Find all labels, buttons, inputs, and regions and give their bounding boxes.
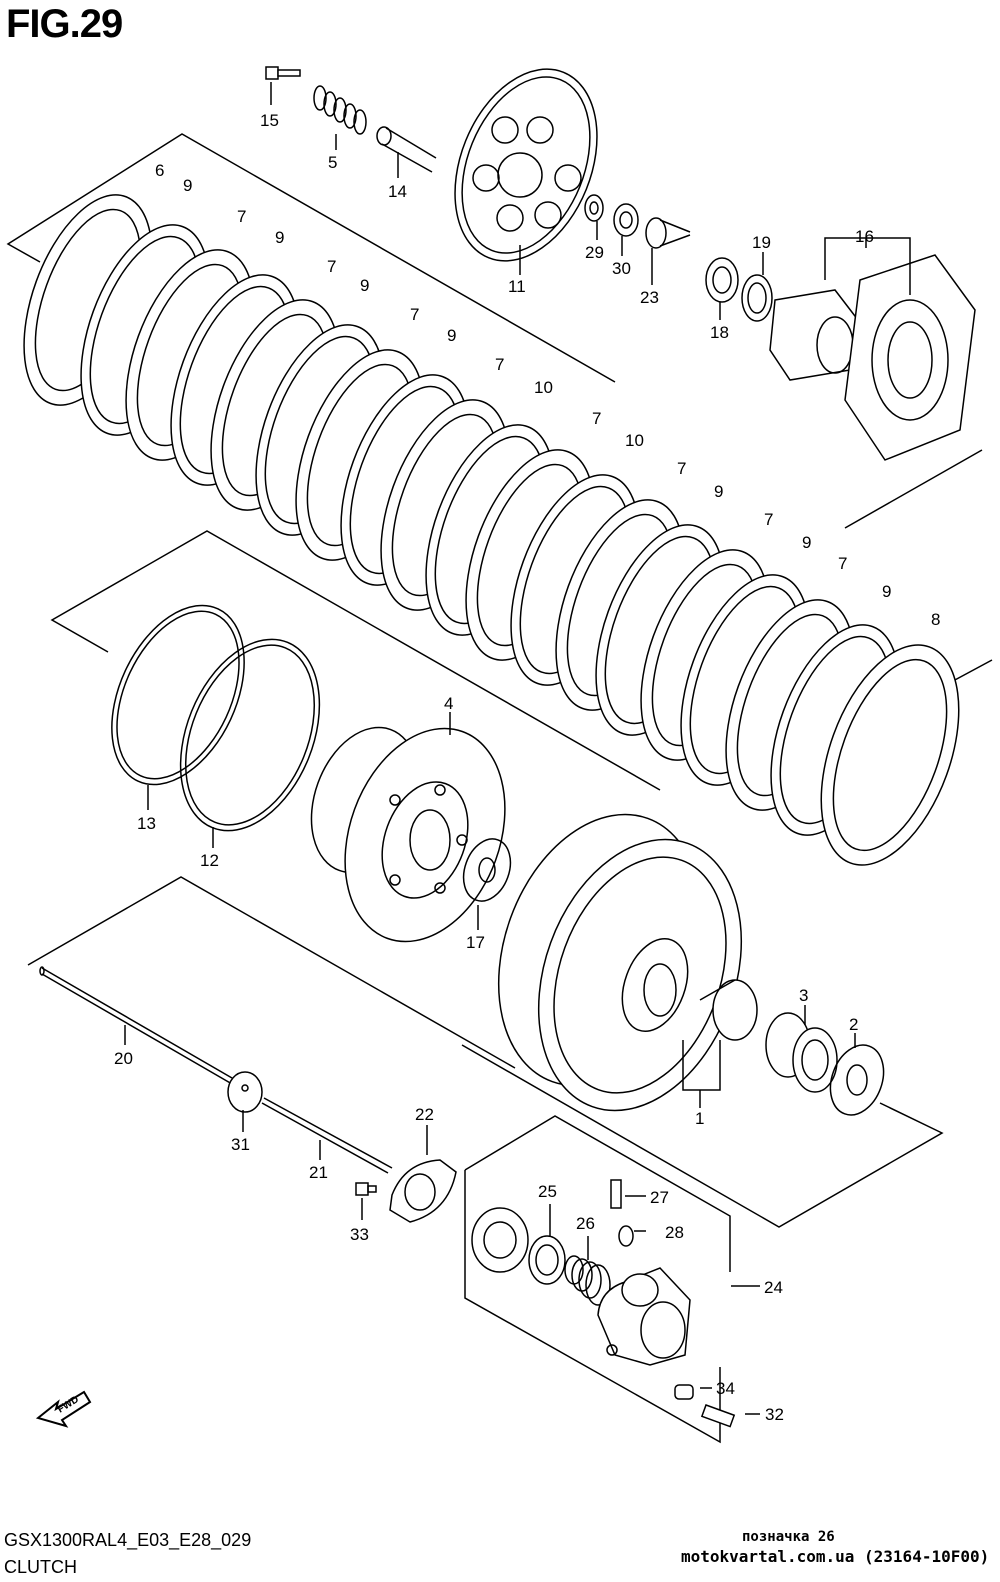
part-29-washer	[584, 194, 604, 240]
callout-label: 24	[764, 1278, 783, 1297]
callout-label: 14	[388, 182, 407, 201]
callout-label: 34	[716, 1379, 735, 1398]
callout-label: 10	[625, 431, 644, 450]
callout-label: 16	[855, 227, 874, 246]
callout-label: 21	[309, 1163, 328, 1182]
callout-label: 7	[764, 510, 773, 529]
part-18-nut	[705, 257, 739, 320]
callout-label: 9	[714, 482, 723, 501]
callout-label: 4	[444, 694, 453, 713]
callout-label: 2	[849, 1015, 858, 1034]
callout-label: 13	[137, 814, 156, 833]
callout-label: 9	[360, 276, 369, 295]
callout-label: 7	[838, 554, 847, 573]
part-5-spring	[313, 85, 367, 150]
callout-label: 26	[576, 1214, 595, 1233]
callout-label: 8	[931, 610, 940, 629]
callout-label: 7	[592, 409, 601, 428]
part-26-spring	[564, 1236, 611, 1306]
part-33-bolt	[355, 1182, 377, 1220]
fwd-arrow-icon: FWD	[35, 1390, 92, 1428]
figure-caption: CLUTCH	[4, 1557, 78, 1577]
callout-labels: 15 5 14 11 29 30 23 18 19 16 6 9 7 9 7 9…	[114, 111, 940, 1424]
group-frames	[6, 133, 993, 1444]
part-2-thrust-washer	[829, 1033, 885, 1116]
part-21-push-rod	[261, 1097, 393, 1174]
part-27-bleeder	[610, 1179, 646, 1209]
callout-label: 15	[260, 111, 279, 130]
callout-label: 25	[538, 1182, 557, 1201]
callout-label: 12	[200, 851, 219, 870]
callout-label: 7	[237, 207, 246, 226]
part-11-pressure-plate	[454, 68, 598, 275]
part-22-gasket	[389, 1125, 457, 1223]
callout-label: 31	[231, 1135, 250, 1154]
part-19-washer	[741, 252, 773, 322]
callout-label: 32	[765, 1405, 784, 1424]
part-4-clutch-hub	[310, 712, 506, 943]
part-32-bolt	[700, 1404, 760, 1428]
part-1-clutch-housing	[497, 813, 758, 1112]
callout-label: 5	[328, 153, 337, 172]
callout-label: 33	[350, 1225, 369, 1244]
callout-label: 20	[114, 1049, 133, 1068]
callout-label: 3	[799, 986, 808, 1005]
callout-label: 7	[495, 355, 504, 374]
part-17-washer	[462, 838, 512, 930]
callout-label: 28	[665, 1223, 684, 1242]
callout-label: 1	[695, 1109, 704, 1128]
part-12-ring	[179, 638, 321, 848]
part-13-ring	[111, 604, 245, 810]
callout-label: 7	[677, 459, 686, 478]
callout-label: 9	[802, 533, 811, 552]
callout-label: 11	[508, 277, 526, 296]
website-text: motokvartal.com.ua (23164-10F00)	[681, 1547, 990, 1566]
marker-text: позначка 26	[742, 1529, 835, 1545]
part-15-bolt	[265, 66, 301, 105]
part-3-needle-bearing	[765, 1005, 838, 1093]
part-30-bearing	[613, 203, 639, 256]
callout-label: 23	[640, 288, 659, 307]
model-code: GSX1300RAL4_E03_E28_029	[4, 1530, 252, 1550]
part-14-bolt	[376, 126, 437, 178]
callout-label: 7	[327, 257, 336, 276]
callout-label: 9	[183, 176, 192, 195]
callout-label: 7	[410, 305, 419, 324]
part-23-pushrod	[645, 217, 691, 285]
callout-label: 9	[882, 582, 891, 601]
callout-label: 18	[710, 323, 729, 342]
callout-label: 30	[612, 259, 631, 278]
callout-label: 29	[585, 243, 604, 262]
callout-label: 17	[466, 933, 485, 952]
part-16-clutch-sleeve-hub	[769, 237, 976, 461]
callout-label: 22	[415, 1105, 434, 1124]
part-28-cap	[618, 1225, 646, 1247]
figure-title: FIG.29	[6, 2, 123, 46]
part-25-piston	[471, 1204, 566, 1285]
part-31-oil-seal	[227, 1071, 263, 1132]
callout-label: 9	[275, 228, 284, 247]
clutch-plate-stack	[23, 194, 960, 866]
callout-label: 10	[534, 378, 553, 397]
part-20-push-rod	[39, 966, 233, 1085]
part-24-release-cylinder	[597, 1267, 760, 1366]
part-34-dowel	[674, 1384, 712, 1400]
callout-label: 19	[752, 233, 771, 252]
callout-label: 6	[155, 161, 164, 180]
callout-label: 27	[650, 1188, 669, 1207]
callout-label: 9	[447, 326, 456, 345]
